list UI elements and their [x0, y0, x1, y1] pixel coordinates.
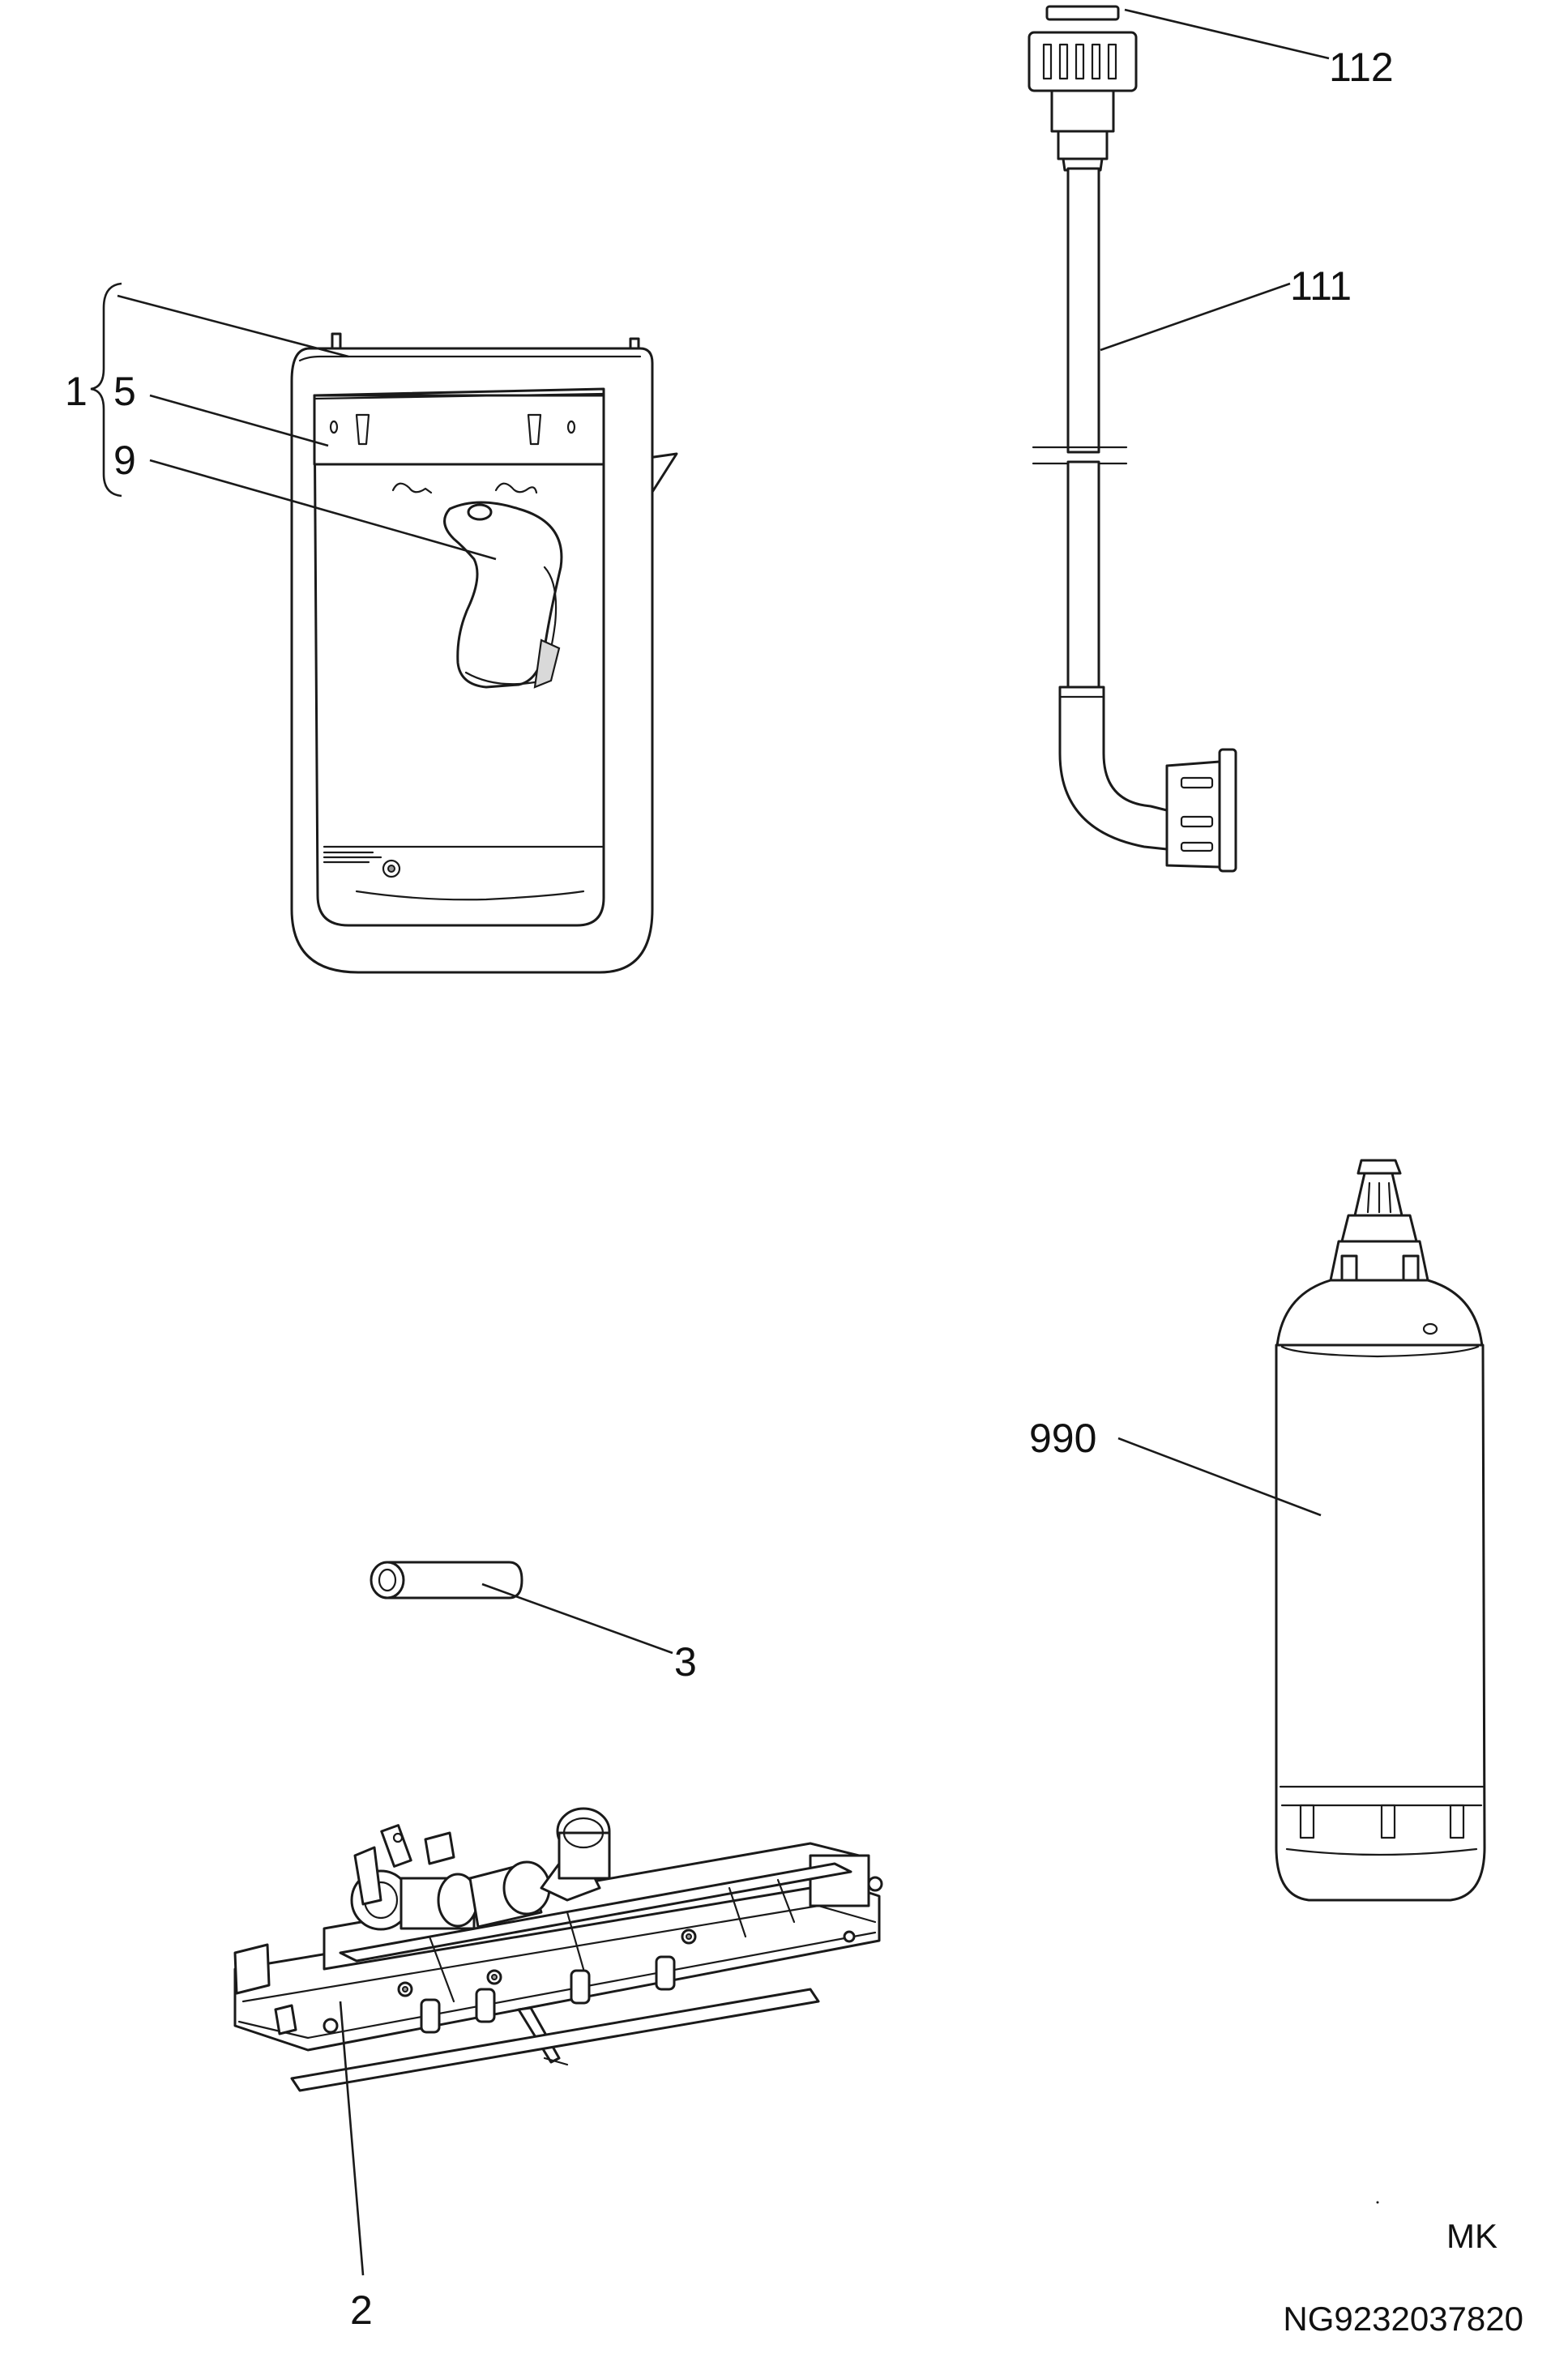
leader-3 [481, 1582, 673, 1655]
leader-9 [149, 459, 497, 561]
leader-2 [339, 2001, 365, 2276]
label-part-112: 112 [1329, 45, 1394, 90]
footer-code: MK [1446, 2217, 1498, 2255]
drawing-number: NG9232037820 [1283, 2300, 1523, 2338]
label-part-5: 5 [113, 369, 136, 414]
dispenser-housing [290, 332, 678, 974]
label-part-3: 3 [674, 1639, 697, 1685]
valve-bracket-assembly [233, 1807, 883, 2092]
leader-990 [1117, 1437, 1322, 1517]
water-tube-assembly [1028, 5, 1237, 873]
leader-112 [1124, 8, 1330, 60]
group-brace [90, 282, 122, 498]
water-filter-cartridge [1275, 1159, 1486, 1902]
label-part-990: 990 [1029, 1416, 1096, 1461]
tube-connector [370, 1561, 523, 1600]
label-part-1: 1 [65, 369, 88, 414]
label-part-2: 2 [350, 2287, 373, 2333]
leader-111 [1100, 282, 1291, 352]
leader-5 [149, 394, 329, 447]
label-part-111: 111 [1290, 263, 1352, 309]
label-part-9: 9 [113, 438, 136, 483]
leader-1 [117, 294, 349, 358]
